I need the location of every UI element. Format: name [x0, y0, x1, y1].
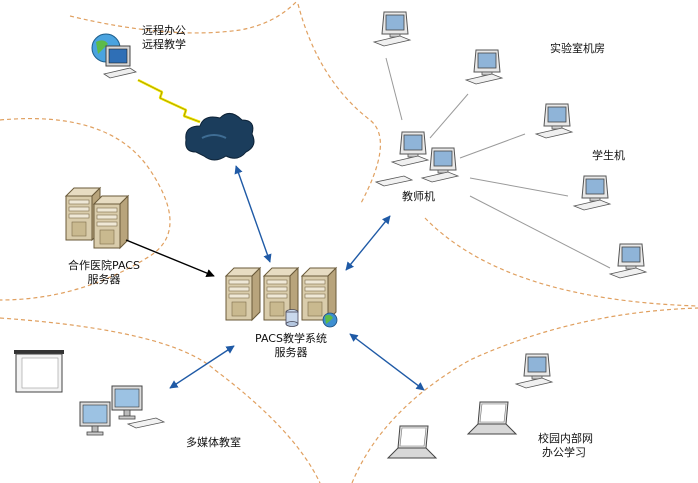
partner-hospital-label: 合作医院PACS: [68, 259, 140, 272]
multimedia-classroom-label: 多媒体教室: [186, 436, 241, 449]
globe-computer-icon: [91, 33, 137, 79]
connection-arrows: [125, 165, 425, 391]
zone-border-lab-left: [297, 3, 381, 206]
zone-border-remote-top: [69, 0, 299, 34]
zone-border-campus: [351, 307, 698, 483]
lab-room-label: 实验室机房: [550, 42, 605, 55]
lab-line-4: [469, 177, 569, 197]
remote-teaching-label: 远程教学: [142, 38, 186, 51]
partner-server-label: 服务器: [87, 273, 121, 286]
lab-line-2: [429, 93, 469, 139]
remote-office-label: 远程办公: [142, 24, 186, 37]
campus-computer-icon: [515, 353, 553, 389]
zone-border-lab-bottom: [424, 217, 698, 307]
laptop-icon: [387, 401, 517, 459]
globe-icon: [322, 312, 338, 328]
arrow-cloud-pacs: [234, 165, 272, 263]
database-icon: [285, 309, 299, 327]
projector-screen-icon: [14, 350, 64, 393]
office-study-label: 办公学习: [542, 446, 586, 459]
lab-line-1: [385, 57, 403, 121]
lightning-icon-outline: [137, 79, 201, 123]
student-pc-label: 学生机: [592, 149, 625, 162]
arrow-partner-pacs: [125, 239, 215, 278]
lab-connection-lines: [385, 57, 611, 269]
campus-network-label: 校园内部网: [538, 432, 593, 445]
arrow-campus-pacs: [349, 333, 425, 391]
zone-border-remote-left: [0, 117, 171, 301]
partner-server-icon: [65, 187, 129, 249]
teacher-pc-label: 教师机: [402, 190, 435, 203]
pacs-system-label: PACS教学系统: [255, 332, 327, 345]
pacs-server-icon: [225, 267, 338, 328]
arrow-multimedia-pacs: [169, 345, 235, 389]
arrow-lab-pacs: [345, 215, 391, 271]
multimedia-computer-icon: [79, 385, 165, 436]
teacher-computer-icon: [375, 131, 459, 187]
lightning-icon: [137, 78, 201, 124]
pacs-server-label: 服务器: [274, 346, 308, 359]
lab-line-3: [459, 133, 526, 159]
lab-line-5: [469, 195, 611, 269]
cloud-icon: [185, 113, 255, 161]
